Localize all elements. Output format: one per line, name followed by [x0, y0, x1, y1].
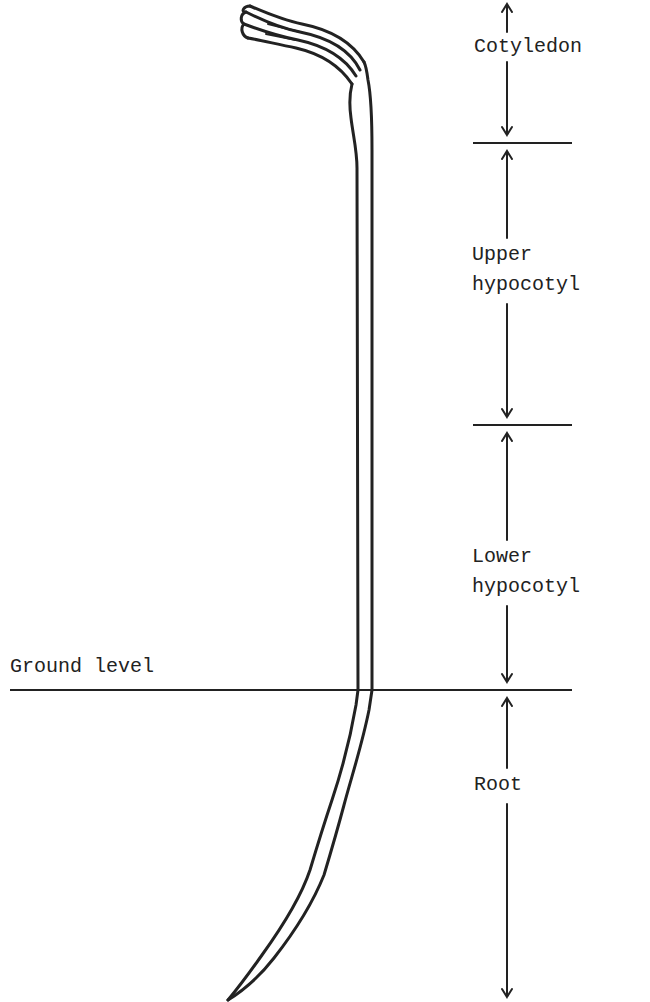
cotyledon-outline: [248, 38, 352, 84]
dimension-arrow: [502, 606, 512, 682]
part-label: Lower hypocotyl: [472, 542, 602, 602]
part-label: Cotyledon: [474, 32, 624, 62]
dimension-arrow: [502, 151, 512, 238]
dimension-arrow: [502, 433, 512, 540]
part-label: Upper hypocotyl: [472, 240, 602, 300]
division-line: [473, 424, 572, 426]
root-outline: [228, 690, 372, 1000]
cotyledon-vein: [266, 24, 300, 40]
dimension-arrow: [502, 304, 512, 417]
part-label: Root: [474, 770, 594, 800]
dimension-arrow: [502, 4, 512, 32]
ground-line: [10, 689, 572, 691]
hypocotyl-outline: [364, 62, 372, 690]
division-line: [473, 142, 572, 144]
hypocotyl-outline: [350, 84, 358, 690]
cotyledon-tip: [241, 6, 250, 38]
dimension-arrow: [502, 62, 512, 135]
cotyledon-outline: [250, 6, 364, 62]
dimension-arrow: [502, 804, 512, 997]
dimension-arrow: [502, 698, 512, 768]
part-label: Ground level: [10, 652, 210, 682]
root-outline: [228, 690, 358, 1000]
